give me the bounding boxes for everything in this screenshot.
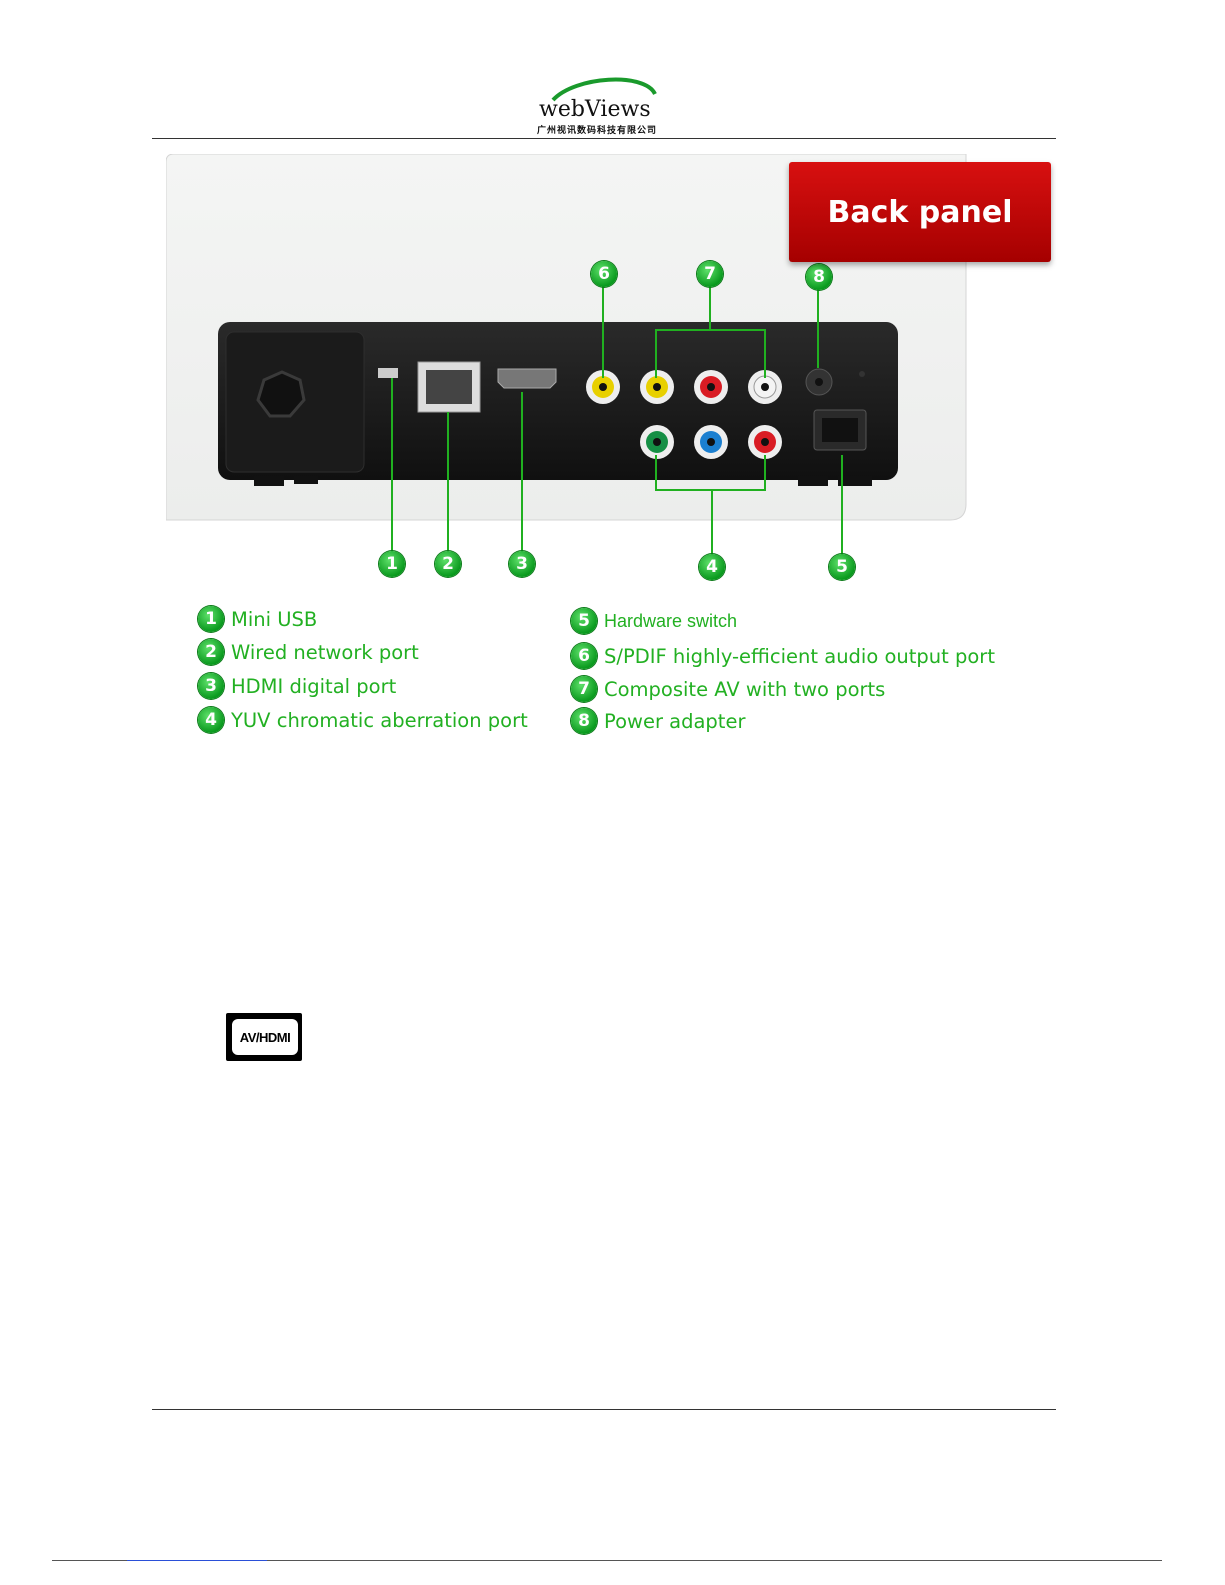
av-hdmi-label: AV/HDMI <box>232 1019 298 1055</box>
footer-rule <box>152 1409 1056 1410</box>
legend-label: Wired network port <box>231 641 419 664</box>
legend-item-7: 7 Composite AV with two ports <box>571 676 885 702</box>
legend-number: 5 <box>571 608 597 634</box>
legend-label: Power adapter <box>604 710 745 733</box>
av-hdmi-button-image: AV/HDMI <box>226 1013 302 1061</box>
legend-label: Mini USB <box>231 608 317 631</box>
callout-6: 6 <box>591 261 617 287</box>
legend-number: 7 <box>571 676 597 702</box>
legend-label: HDMI digital port <box>231 675 396 698</box>
legend-number: 4 <box>198 707 224 733</box>
legend-label: YUV chromatic aberration port <box>231 709 528 732</box>
callout-7: 7 <box>697 261 723 287</box>
legend-number: 6 <box>571 643 597 669</box>
callout-lines <box>0 0 1225 600</box>
legend-item-8: 8 Power adapter <box>571 708 745 734</box>
legend-item-6: 6 S/PDIF highly-efficient audio output p… <box>571 643 995 669</box>
callout-8: 8 <box>806 264 832 290</box>
callout-2: 2 <box>435 551 461 577</box>
callout-4: 4 <box>699 554 725 580</box>
callout-1: 1 <box>379 551 405 577</box>
back-panel-badge: Back panel <box>789 162 1051 262</box>
legend-label: S/PDIF highly-efficient audio output por… <box>604 645 995 668</box>
legend-number: 2 <box>198 639 224 665</box>
callout-5: 5 <box>829 554 855 580</box>
callout-3: 3 <box>509 551 535 577</box>
footer-link-underline[interactable] <box>127 1560 267 1561</box>
legend-number: 8 <box>571 708 597 734</box>
legend-item-2: 2 Wired network port <box>198 639 419 665</box>
legend-number: 1 <box>198 606 224 632</box>
legend-label: Hardware switch <box>604 611 737 632</box>
legend-label: Composite AV with two ports <box>604 678 885 701</box>
legend-item-1: 1 Mini USB <box>198 606 317 632</box>
legend-item-5: 5 Hardware switch <box>571 608 737 634</box>
legend-item-4: 4 YUV chromatic aberration port <box>198 707 528 733</box>
legend-number: 3 <box>198 673 224 699</box>
legend-item-3: 3 HDMI digital port <box>198 673 396 699</box>
